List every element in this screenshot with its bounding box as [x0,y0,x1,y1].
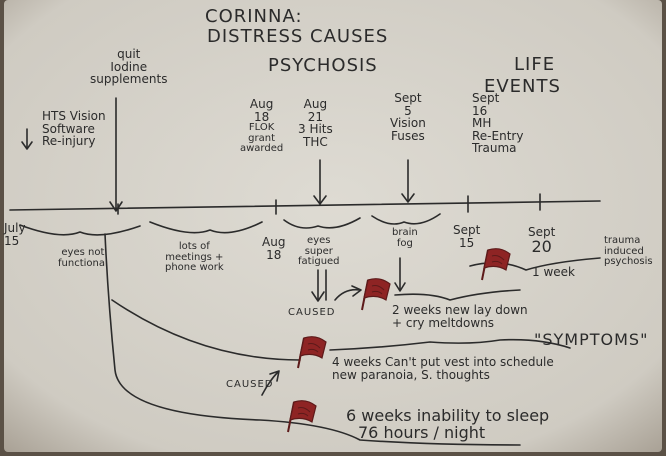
timeline-label-aug-18: Aug 18 [262,235,286,262]
symptom-6-weeks: 6 weeks inability to sleep 76 hours / ni… [346,406,550,442]
life-events-line-1: LIFE [514,54,556,75]
flag-icon [361,278,391,311]
note-meetings: lots of meetings + phone work [165,241,224,273]
caused-label-2: CAUSED [226,379,274,390]
event-sept-5: Sept 5 Vision Fuses [390,91,426,143]
event-quit-iodine: quit Iodine supplements [90,47,168,87]
caused-label-1: CAUSED [288,307,336,318]
timeline-axis [9,200,601,211]
timeline-label-sept-15: Sept 15 [453,223,481,250]
note-trauma-induced-psychosis: trauma induced psychosis [604,235,653,267]
title-line-1: CORINNA: [205,6,303,27]
event-aug-18: Aug 18 FLOK grant awarded [240,97,284,155]
symptom-2-weeks: 2 weeks new lay down + cry meltdowns [392,303,528,330]
note-one-week: 1 week [532,265,575,279]
note-eyes-fatigued: eyes super fatigued [298,235,340,267]
event-sept-16: Sept 16 MH Re-Entry Trauma [472,91,524,156]
flag-icon [287,400,317,433]
timeline-label-july-15: July 15 [4,221,26,248]
flag-icon [297,336,327,369]
title-line-2: DISTRESS CAUSES [207,26,389,47]
symptom-4-weeks: 4 weeks Can't put vest into schedule new… [332,355,554,382]
symptoms-label: "SYMPTOMS" [534,330,649,349]
note-eyes-not-functional: eyes not functional [58,247,108,269]
flags [287,248,511,433]
life-events-line-2: EVENTS [484,76,561,97]
flag-icon [481,248,511,281]
note-brain-fog: brain fog [392,227,418,249]
timeline-label-sept-20: Sept 20 [528,225,556,256]
event-aug-21: Aug 21 3 Hits THC [298,97,333,149]
title-line-3: PSYCHOSIS [268,55,378,76]
event-hts-vision: HTS Vision Software Re-injury [42,109,106,149]
